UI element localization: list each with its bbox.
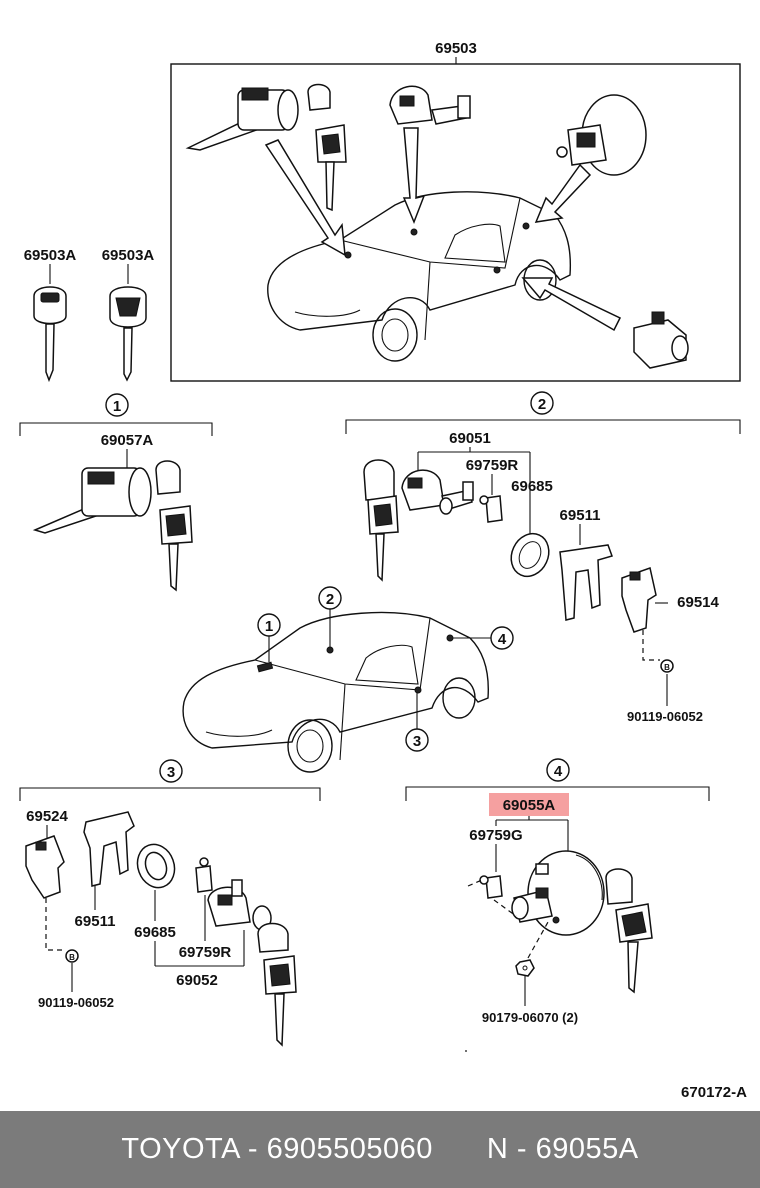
sec2-bolt-label[interactable]: 90119-06052 xyxy=(627,709,703,724)
sec2-cylinder-label[interactable]: 69051 xyxy=(449,430,491,447)
main-assembly-box xyxy=(170,63,741,382)
sec2-lever-label[interactable]: 69511 xyxy=(560,507,601,524)
lever-sec3 xyxy=(83,811,135,887)
ignition-cylinder-top xyxy=(185,83,347,212)
key-right-label[interactable]: 69503A xyxy=(102,247,155,264)
glovebox-cylinder-top xyxy=(633,311,689,369)
callout-3-label: 3 xyxy=(167,764,175,781)
highlight-box xyxy=(489,793,569,816)
sec3-cylinder-label[interactable]: 69052 xyxy=(176,972,218,989)
sec2-pad-label[interactable]: 69685 xyxy=(511,478,553,495)
pointer-arrows-top xyxy=(264,127,622,332)
section-1-group: 1 69057A xyxy=(19,393,213,592)
footer-brand-part: TOYOTA - 6905505060 xyxy=(121,1133,433,1165)
footer-bar: TOYOTA - 6905505060 N - 69055A xyxy=(0,1111,760,1188)
clip-sec3 xyxy=(195,857,213,893)
car-callout-1: 1 xyxy=(265,618,273,635)
callout-3-circle xyxy=(159,759,183,783)
sec2-bracket-label[interactable]: 69514 xyxy=(677,594,719,611)
car-illustration-top xyxy=(267,191,572,362)
callout-4-circle xyxy=(546,758,570,782)
diagram-code: 670172-A xyxy=(681,1084,747,1101)
main-assembly-label[interactable]: 69503 xyxy=(435,40,477,57)
clip-sec4 xyxy=(479,875,503,899)
sec3-bolt-label[interactable]: 90119-06052 xyxy=(38,995,114,1010)
car-callout-3: 3 xyxy=(413,733,421,750)
sec4-clip-label[interactable]: 69759G xyxy=(469,827,522,844)
key-icon-right xyxy=(109,286,147,382)
bolt-b-letter-sec2: B xyxy=(664,663,670,672)
callout-2-label: 2 xyxy=(538,396,546,413)
clip-sec2 xyxy=(479,495,503,523)
trunk-cylinder-top xyxy=(556,94,647,176)
door-cylinder-sec3 xyxy=(207,879,297,1047)
section-3-group: 3 69524 69511 69685 69759R 69052 90119-0… xyxy=(19,759,321,1047)
bolt-b-marker-sec2 xyxy=(660,659,674,673)
section-2-group: 2 69051 69759R 69685 69511 69514 90119-0… xyxy=(345,391,741,724)
nut-sec4 xyxy=(515,959,535,977)
bolt-b-letter-sec3: B xyxy=(69,953,75,962)
main-assembly-group: 69503 xyxy=(170,40,741,382)
sec3-bracket-label[interactable]: 69524 xyxy=(26,808,68,825)
footer-ref: N - 69055A xyxy=(486,1133,639,1165)
sec4-cylinder-label[interactable]: 69055A xyxy=(503,797,556,814)
callout-1-label: 1 xyxy=(113,398,121,415)
keys-group: 69503A 69503A xyxy=(24,247,155,383)
ignition-cylinder-sec1 xyxy=(32,460,193,592)
bracket-sec2 xyxy=(621,567,657,633)
sec2-clip-label[interactable]: 69759R xyxy=(466,457,519,474)
sec3-lever-label[interactable]: 69511 xyxy=(75,913,116,930)
bolt-b-marker-sec3 xyxy=(65,949,79,963)
car-illustration-center: 1 2 3 4 xyxy=(182,586,514,773)
car-callout-2: 2 xyxy=(326,591,334,608)
sec1-part-label[interactable]: 69057A xyxy=(101,432,154,449)
lever-sec2 xyxy=(559,544,613,621)
car-callout-4: 4 xyxy=(498,631,507,648)
callout-2-circle xyxy=(530,391,554,415)
sec4-nut-label[interactable]: 90179-06070 (2) xyxy=(482,1010,578,1025)
bracket-sec3 xyxy=(25,835,65,899)
key-left-label[interactable]: 69503A xyxy=(24,247,77,264)
callout-1-circle xyxy=(105,393,129,417)
door-cylinder-top xyxy=(389,85,471,125)
trunk-cylinder-sec4 xyxy=(511,850,653,994)
key-icon-left xyxy=(33,286,67,383)
sec3-clip-label[interactable]: 69759R xyxy=(179,944,232,961)
parts-diagram: 69503 xyxy=(19,40,747,1101)
section-4-group: 4 69055A 69759G 90179-06070 (2) xyxy=(405,758,710,1052)
pad-sec2 xyxy=(510,532,550,578)
door-cylinder-sec2 xyxy=(363,459,474,582)
pad-sec3 xyxy=(136,843,176,889)
sec3-pad-label[interactable]: 69685 xyxy=(134,924,176,941)
callout-4-label: 4 xyxy=(554,763,563,780)
